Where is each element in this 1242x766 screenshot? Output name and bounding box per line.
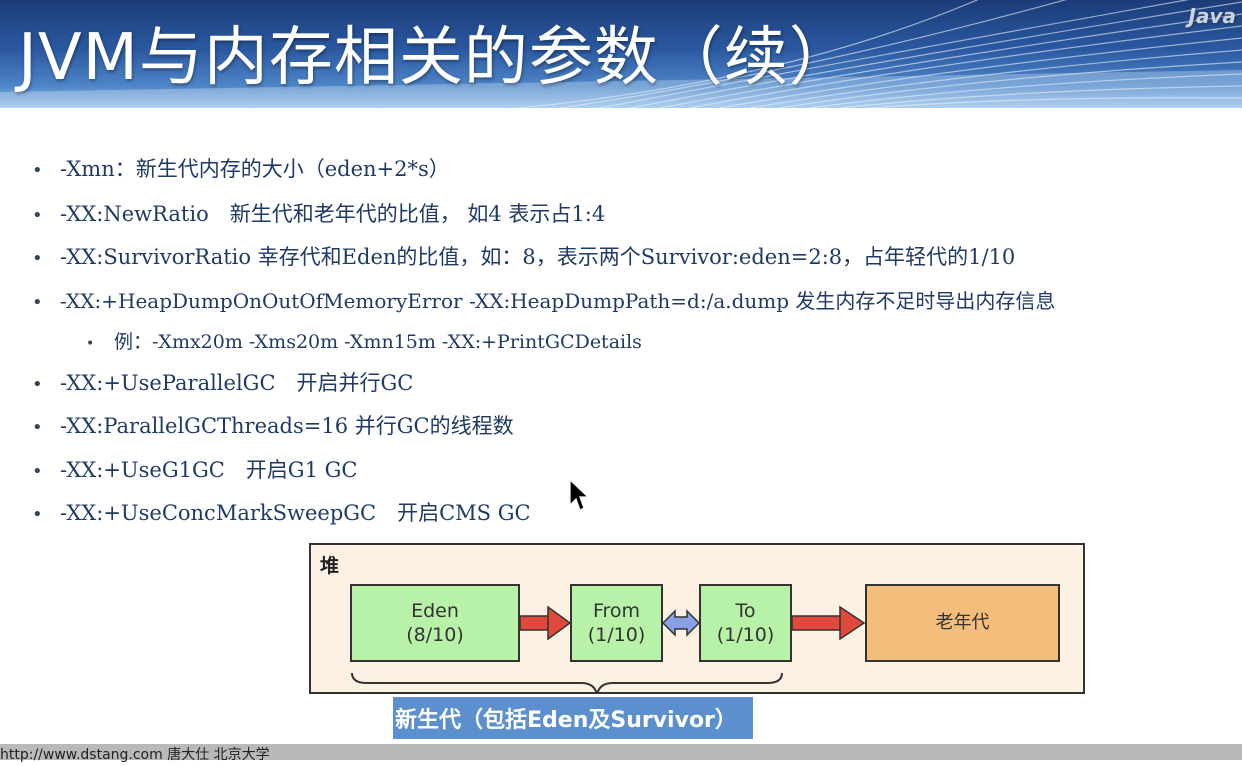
bullet-dot-icon: • [32,160,43,181]
from-ratio: (1/10) [587,624,646,646]
double-arrow-icon [661,609,701,637]
bullet-text: -Xmn：新生代内存的大小（eden+2*s） [60,157,450,181]
bullet-item: • -XX:+UseG1GC 开启G1 GC [32,454,357,484]
bullet-text: -XX:ParallelGCThreads=16 并行GC的线程数 [60,414,514,438]
old-gen-label: 老年代 [935,612,990,633]
from-label: From [592,600,641,622]
slide-header: JVM与内存相关的参数（续） Java [0,0,1242,108]
bullet-item: • -XX:NewRatio 新生代和老年代的比值， 如4 表示占1:4 [32,198,605,228]
header-decoration [0,0,1242,108]
arrow-right-icon [519,605,572,641]
old-gen-box: 老年代 [865,584,1060,662]
bullet-text: -XX:SurvivorRatio 幸存代和Eden的比值，如：8，表示两个Su… [60,245,1016,269]
to-ratio: (1/10) [716,624,775,646]
from-survivor-box: From (1/10) [570,584,663,662]
bullet-dot-icon: • [32,292,43,313]
mouse-cursor-icon [569,479,589,511]
bullet-dot-icon: • [32,205,43,226]
footer-bar: http://www.dstang.com 唐大仕 北京大学 [0,744,1242,763]
bullet-text: -XX:+HeapDumpOnOutOfMemoryError -XX:Heap… [60,289,1056,313]
heap-diagram: 堆 Eden (8/10) From (1/10) To (1/10) 老年代 [309,543,1085,694]
bullet-dot-icon: • [86,336,95,352]
bullet-item: • -XX:+UseConcMarkSweepGC 开启CMS GC [32,497,531,527]
eden-label: Eden [411,600,459,622]
page-title: JVM与内存相关的参数（续） [18,21,854,95]
young-gen-label: 新生代（包括Eden及Survivor） [393,697,753,739]
arrow-right-icon [791,605,866,641]
bullet-text: -XX:+UseG1GC 开启G1 GC [60,458,358,482]
bullet-item: • -XX:+HeapDumpOnOutOfMemoryError -XX:Hea… [32,285,1055,314]
to-label: To [735,600,756,622]
bullet-item: • -XX:+UseParallelGC 开启并行GC [32,367,413,397]
bullet-dot-icon: • [32,374,43,395]
bullet-dot-icon: • [32,248,43,269]
heap-label: 堆 [320,555,340,577]
to-survivor-box: To (1/10) [699,584,792,662]
eden-box: Eden (8/10) [350,584,520,662]
footer-text: http://www.dstang.com 唐大仕 北京大学 [0,747,270,763]
bullet-dot-icon: • [32,461,43,482]
bullet-item: • -XX:SurvivorRatio 幸存代和Eden的比值，如：8，表示两个S… [32,241,1015,271]
bullet-item: • -Xmn：新生代内存的大小（eden+2*s） [32,153,450,183]
young-gen-brace [351,672,783,692]
bullet-text: -XX:NewRatio 新生代和老年代的比值， 如4 表示占1:4 [60,202,606,226]
bullet-text: -XX:+UseParallelGC 开启并行GC [60,371,414,395]
bullet-item: • -XX:ParallelGCThreads=16 并行GC的线程数 [32,410,514,440]
bullet-text: 例：-Xmx20m -Xms20m -Xmn15m -XX:+PrintGCDe… [114,331,642,353]
bullet-dot-icon: • [32,504,43,525]
bullet-text: -XX:+UseConcMarkSweepGC 开启CMS GC [60,501,531,525]
sub-bullet-item: • 例：-Xmx20m -Xms20m -Xmn15m -XX:+PrintGCD… [86,327,642,354]
java-logo: Java [1188,4,1236,28]
eden-ratio: (8/10) [406,624,464,646]
diagram-arrows [351,605,866,692]
bullet-dot-icon: • [32,417,43,438]
